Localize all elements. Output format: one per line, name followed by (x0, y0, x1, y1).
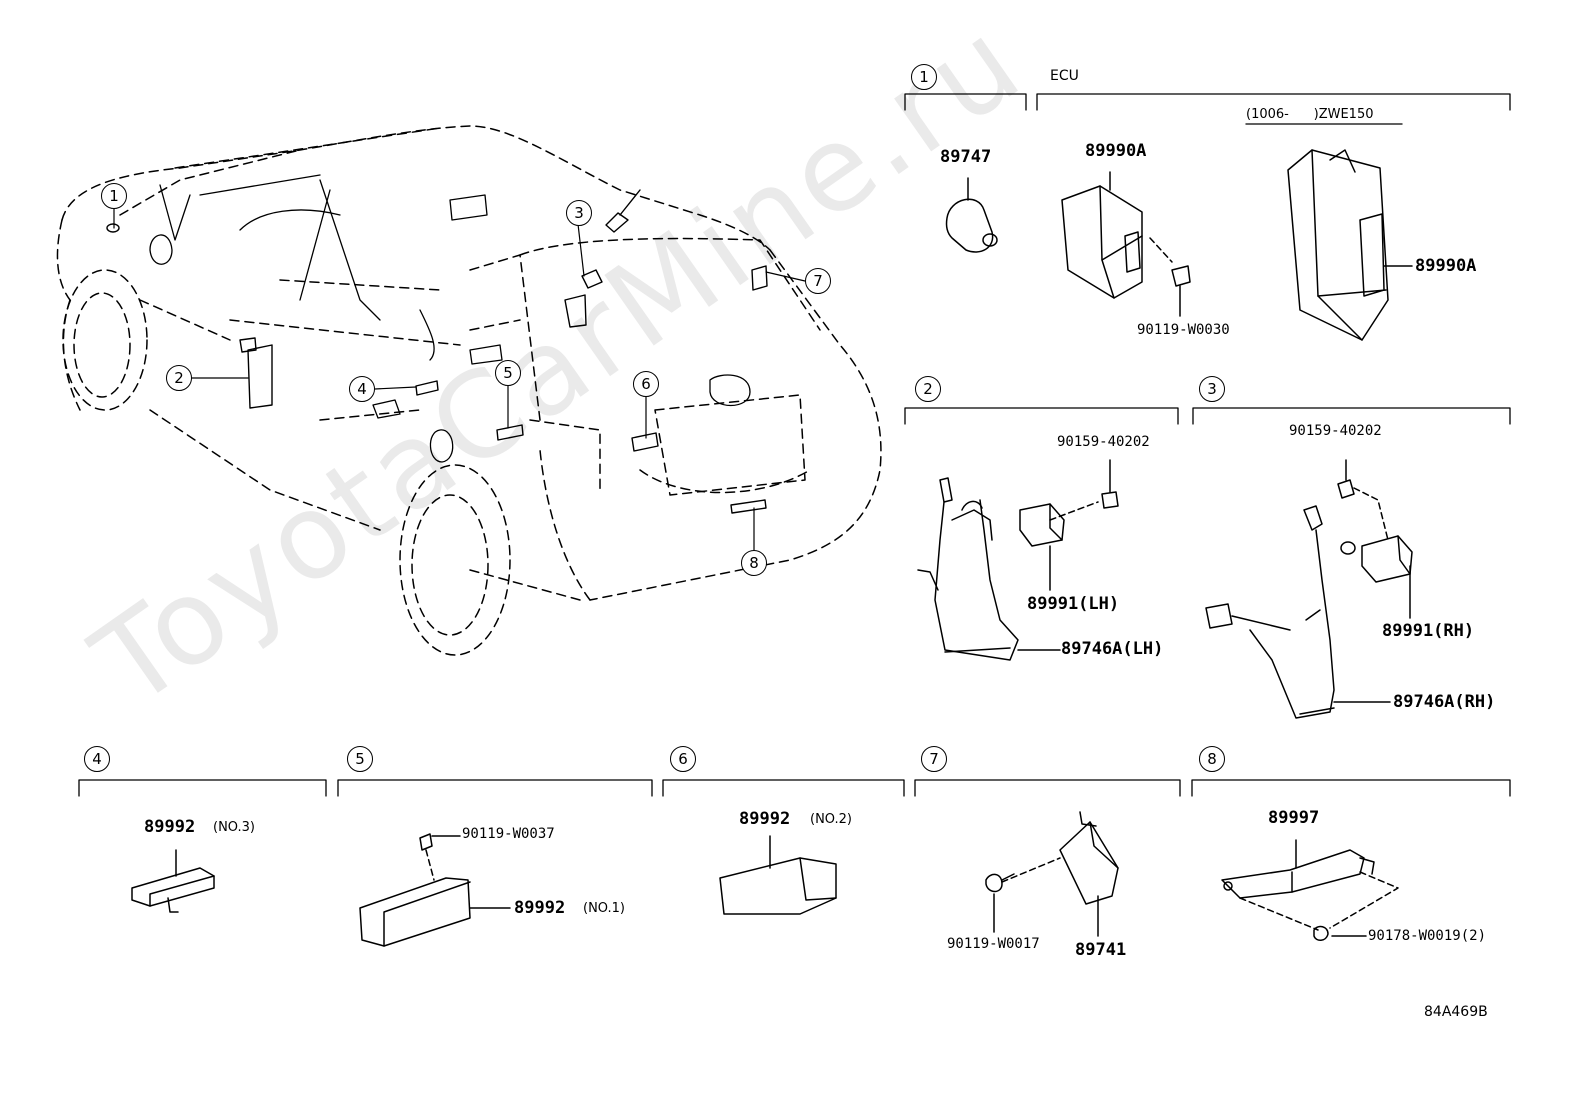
part-89990a-large-sketch (1287, 149, 1413, 341)
section-callout-3[interactable]: 3 (1199, 376, 1225, 402)
part-label-90119-w0037[interactable]: 90119-W0037 (462, 826, 555, 842)
part-note-no1: (NO.1) (583, 901, 625, 916)
car-callout-7[interactable]: 7 (805, 268, 831, 294)
car-interior (149, 174, 751, 463)
part-label-89991-lh[interactable]: 89991(LH) (1027, 594, 1120, 614)
part-89990a-small-sketch (1061, 171, 1191, 317)
part-89747-sketch (945, 177, 998, 253)
part-89992-no3-sketch (131, 849, 215, 913)
car-callout-1[interactable]: 1 (101, 183, 127, 209)
part-label-89746a-rh[interactable]: 89746A(RH) (1393, 692, 1496, 712)
part-label-89992-no1[interactable]: 89992 (514, 898, 566, 918)
part-label-89990a-small[interactable]: 89990A (1085, 141, 1147, 161)
section-callout-7[interactable]: 7 (921, 746, 947, 772)
car-component-markers (106, 189, 768, 514)
car-callout-2[interactable]: 2 (166, 365, 192, 391)
part-label-89992-no2[interactable]: 89992 (739, 809, 791, 829)
part-label-89992-no3[interactable]: 89992 (144, 817, 196, 837)
part-89741-sketch (985, 811, 1119, 937)
part-label-89741[interactable]: 89741 (1075, 940, 1127, 960)
section-brackets (78, 93, 1511, 797)
car-leaders (113, 207, 806, 551)
car-callout-4[interactable]: 4 (349, 376, 375, 402)
part-89992-no1-sketch (359, 833, 511, 947)
part-89991-rh-sketch (1337, 459, 1413, 619)
diagram-code: 84A469B (1424, 1004, 1488, 1020)
part-label-90159-40202-lh[interactable]: 90159-40202 (1057, 434, 1150, 450)
part-label-90119-w0017[interactable]: 90119-W0017 (947, 936, 1040, 952)
car-illustration (56, 125, 882, 656)
part-label-89747[interactable]: 89747 (940, 147, 992, 167)
part-89997-sketch (1221, 839, 1399, 941)
part-89746a-rh-sketch (1205, 505, 1391, 719)
car-callout-8[interactable]: 8 (741, 550, 767, 576)
car-callout-6[interactable]: 6 (633, 371, 659, 397)
section-callout-2[interactable]: 2 (915, 376, 941, 402)
car-callout-5[interactable]: 5 (495, 360, 521, 386)
section-callout-4[interactable]: 4 (84, 746, 110, 772)
part-label-89991-rh[interactable]: 89991(RH) (1382, 621, 1475, 641)
part-label-89746a-lh[interactable]: 89746A(LH) (1061, 639, 1164, 659)
ecu-title: ECU (1050, 68, 1079, 84)
part-label-90159-40202-rh[interactable]: 90159-40202 (1289, 423, 1382, 439)
car-callout-3[interactable]: 3 (566, 200, 592, 226)
part-label-90119-w0030[interactable]: 90119-W0030 (1137, 322, 1230, 338)
part-89992-no2-sketch (719, 835, 837, 915)
ecu-model-range: (1006- )ZWE150 (1246, 107, 1374, 122)
section-callout-5[interactable]: 5 (347, 746, 373, 772)
part-label-89990a-large[interactable]: 89990A (1415, 256, 1477, 276)
part-89746a-lh-sketch (917, 477, 1061, 661)
section-callout-8[interactable]: 8 (1199, 746, 1225, 772)
section-callout-6[interactable]: 6 (670, 746, 696, 772)
part-89991-lh-sketch (1019, 459, 1119, 591)
part-label-90178-w0019[interactable]: 90178-W0019(2) (1368, 928, 1487, 944)
part-note-no2: (NO.2) (810, 812, 852, 827)
section-callout-1[interactable]: 1 (911, 64, 937, 90)
part-label-89997[interactable]: 89997 (1268, 808, 1320, 828)
part-note-no3: (NO.3) (213, 820, 255, 835)
